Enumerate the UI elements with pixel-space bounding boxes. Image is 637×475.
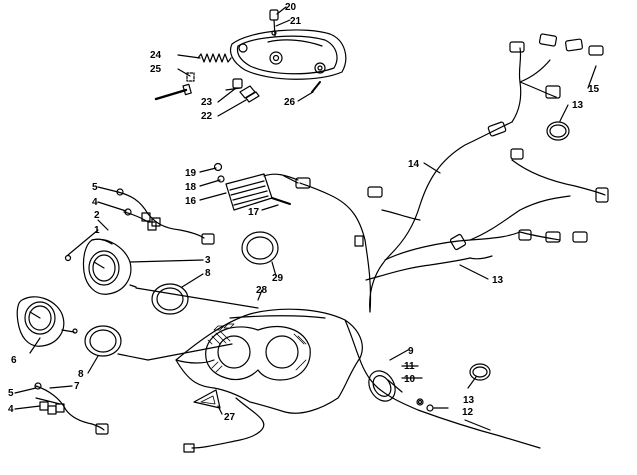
callout-15: 15 — [588, 84, 600, 95]
callout-2: 2 — [94, 210, 100, 221]
callout-23: 23 — [201, 97, 213, 108]
callout-5-upper: 5 — [92, 182, 98, 193]
callout-17: 17 — [248, 207, 260, 218]
callout-4-lower: 4 — [8, 404, 14, 415]
callout-11: 11 — [404, 361, 415, 372]
callout-7: 7 — [74, 381, 80, 392]
callout-6: 6 — [11, 355, 17, 366]
callout-21: 21 — [290, 16, 302, 27]
callout-10: 10 — [404, 374, 416, 385]
callout-14: 14 — [408, 159, 420, 170]
callout-8-upper: 8 — [205, 268, 211, 279]
callout-13-upper: 13 — [572, 100, 584, 111]
callout-13-lower: 13 — [463, 395, 475, 406]
callout-26: 26 — [284, 97, 296, 108]
gauge-sub-harness-upper — [97, 186, 215, 245]
bezel-rings — [241, 231, 279, 301]
upper-bezel-assembly — [154, 6, 347, 117]
callout-13-middle: 13 — [492, 275, 504, 286]
callout-28: 28 — [256, 285, 268, 296]
callout-18: 18 — [185, 182, 197, 193]
callout-19: 19 — [185, 168, 197, 179]
gauge-tachometer — [64, 219, 259, 309]
callout-1: 1 — [94, 225, 100, 236]
gauge-sub-harness-lower — [14, 382, 109, 435]
console-housing — [175, 308, 363, 453]
callout-24: 24 — [150, 50, 162, 61]
callout-16: 16 — [185, 196, 197, 207]
callout-9: 9 — [408, 346, 414, 357]
callout-4-upper: 4 — [92, 197, 98, 208]
callout-8-lower: 8 — [78, 369, 84, 380]
voltage-regulator — [199, 162, 299, 211]
speedometer-cable-assembly — [344, 319, 541, 449]
main-wiring-harness — [283, 33, 609, 313]
gauge-rings — [84, 273, 233, 374]
gauge-speedometer — [16, 296, 78, 354]
callout-27: 27 — [224, 412, 236, 423]
callout-25: 25 — [150, 64, 162, 75]
callout-12: 12 — [462, 407, 474, 418]
callout-22: 22 — [201, 111, 213, 122]
callout-5-lower: 5 — [8, 388, 14, 399]
callout-20: 20 — [285, 2, 297, 13]
callout-3: 3 — [205, 255, 211, 266]
callout-labels: 1 2 3 4 4 5 5 6 7 8 8 9 10 11 12 13 13 1… — [8, 2, 600, 423]
callout-29: 29 — [272, 273, 284, 284]
